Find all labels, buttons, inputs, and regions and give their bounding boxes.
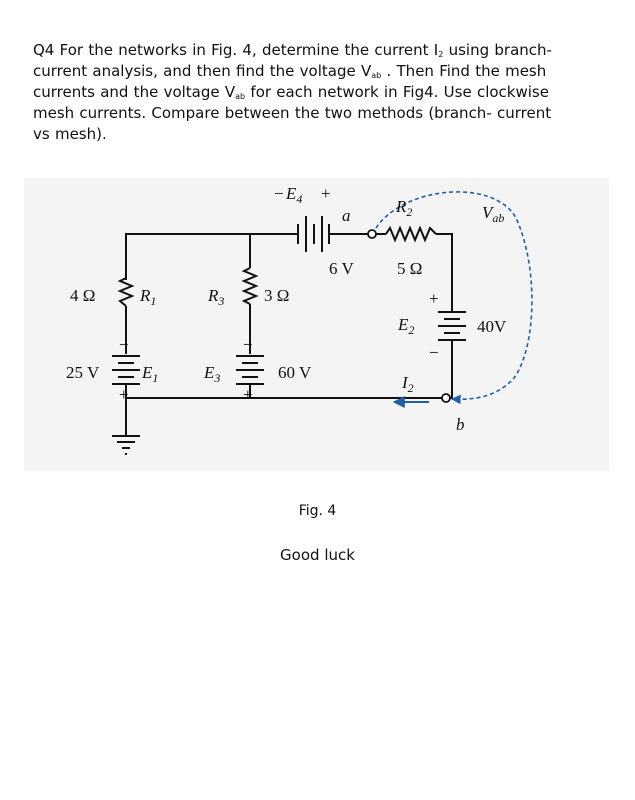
e1-minus: − bbox=[119, 335, 129, 354]
closing-text: Good luck bbox=[280, 546, 355, 564]
e2-minus: − bbox=[429, 343, 439, 362]
question-line-2: current analysis, and then find the volt… bbox=[33, 62, 547, 80]
e3-value: 60 V bbox=[278, 363, 312, 382]
r1-resistor bbox=[117, 277, 135, 307]
e2-battery bbox=[438, 311, 466, 341]
figure-caption: Fig. 4 bbox=[298, 503, 337, 519]
question-text: Q4 For the networks in Fig. 4, determine… bbox=[33, 40, 603, 145]
figure-background bbox=[24, 178, 609, 471]
e3-plus: + bbox=[243, 385, 253, 404]
question-line-1: Q4 For the networks in Fig. 4, determine… bbox=[33, 41, 552, 59]
ground-icon bbox=[112, 435, 140, 455]
wire-r2-to-e2 bbox=[436, 233, 453, 311]
e3-minus: − bbox=[243, 335, 253, 354]
r3-value: 3 Ω bbox=[264, 286, 289, 305]
node-a-terminal bbox=[367, 229, 377, 239]
r2-label: R2 bbox=[395, 197, 412, 219]
e2-label: E2 bbox=[397, 315, 414, 337]
e2-plus: + bbox=[429, 289, 439, 308]
node-a-label: a bbox=[342, 206, 351, 225]
e4-value: 6 V bbox=[329, 259, 354, 278]
question-line-3: currents and the voltage Vab for each ne… bbox=[33, 83, 549, 101]
r2-resistor bbox=[385, 225, 437, 243]
r2-value: 5 Ω bbox=[397, 259, 422, 278]
e1-battery bbox=[112, 355, 140, 385]
e4-plus-label: + bbox=[321, 184, 331, 203]
i2-label: I2 bbox=[401, 373, 414, 395]
circuit-diagram: − E4 + 6 V a R2 5 Ω Vab 4 Ω R1 R3 3 Ω − … bbox=[66, 184, 533, 455]
vab-label: Vab bbox=[482, 203, 504, 225]
e1-label: E1 bbox=[141, 363, 158, 385]
e1-value: 25 V bbox=[66, 363, 100, 382]
r3-resistor bbox=[241, 267, 259, 305]
e3-label: E3 bbox=[203, 363, 220, 385]
e4-minus-label: − bbox=[274, 184, 284, 203]
e3-battery bbox=[236, 355, 264, 385]
r3-label: R3 bbox=[207, 286, 224, 308]
e4-battery bbox=[297, 216, 330, 252]
r1-label: R1 bbox=[139, 286, 156, 308]
wire-top-left bbox=[125, 233, 298, 280]
r1-value: 4 Ω bbox=[70, 286, 95, 305]
e2-value: 40V bbox=[477, 317, 507, 336]
node-b-terminal bbox=[441, 393, 451, 403]
e4-label: E4 bbox=[285, 184, 302, 206]
question-line-5: vs mesh). bbox=[33, 125, 107, 143]
e1-plus: + bbox=[119, 385, 129, 404]
node-b-label: b bbox=[456, 415, 465, 434]
question-line-4: mesh currents. Compare between the two m… bbox=[33, 104, 552, 122]
wire-e2-to-b bbox=[450, 341, 453, 399]
vab-dashed-arc bbox=[375, 191, 533, 405]
circuit-wires bbox=[125, 233, 453, 436]
